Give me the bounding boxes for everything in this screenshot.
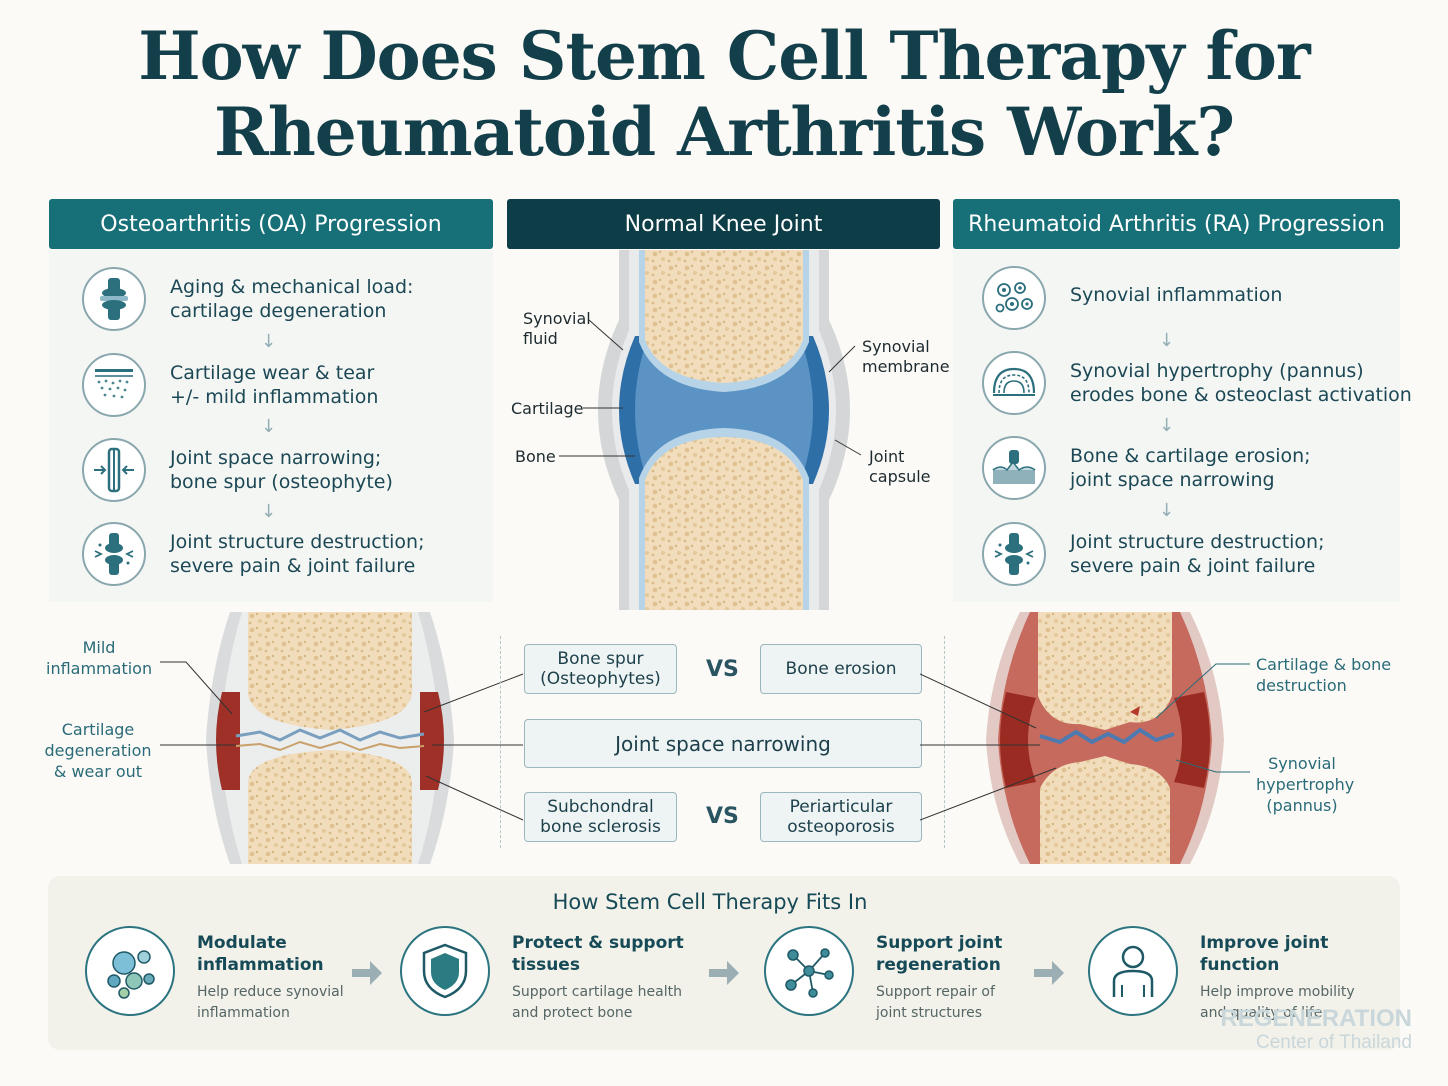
- down-arrow-icon: ↓: [1159, 330, 1175, 351]
- ra-step-3: Bone & cartilage erosion;joint space nar…: [982, 436, 1311, 500]
- arrow-right-icon: [1034, 961, 1064, 985]
- down-arrow-icon: ↓: [1159, 415, 1175, 436]
- oa-step-1: Aging & mechanical load:cartilage degene…: [82, 267, 413, 331]
- page-title: How Does Stem Cell Therapy for Rheumatoi…: [0, 18, 1448, 170]
- ra-joint-illustration: [986, 612, 1224, 864]
- oa-leader-lines: [160, 661, 524, 821]
- label-cartilage: Cartilage: [511, 399, 584, 418]
- ra-leader-lines: [920, 663, 1250, 821]
- cartilage-wear-icon: [82, 353, 146, 417]
- down-arrow-icon: ↓: [261, 331, 277, 352]
- ra-step-2: Synovial hypertrophy (pannus)erodes bone…: [982, 351, 1412, 415]
- shield-icon: [400, 926, 490, 1016]
- oa-step-4: Joint structure destruction;severe pain …: [82, 522, 425, 586]
- vs-label: VS: [706, 804, 739, 829]
- oa-step-4-line-2: severe pain & joint failure: [170, 555, 416, 577]
- down-arrow-icon: ↓: [261, 416, 277, 437]
- person-icon: [1088, 926, 1178, 1016]
- therapy-heading: How Stem Cell Therapy Fits In: [552, 890, 868, 914]
- ra-step-2-line-2: erodes bone & osteoclast activation: [1070, 384, 1412, 406]
- ra-step-1: Synovial inflammation: [982, 266, 1282, 330]
- down-arrow-icon: ↓: [1159, 500, 1175, 521]
- oa-step-2-line-1: Cartilage wear & tear: [170, 362, 375, 384]
- watermark-logo: REGENERATION Center of Thailand: [1220, 1005, 1412, 1054]
- oa-panel-header: Osteoarthritis (OA) Progression: [49, 199, 493, 249]
- oa-step-3-line-2: bone spur (osteophyte): [170, 471, 393, 493]
- joint-destruction-icon: [982, 522, 1046, 586]
- box-bone-spur: Bone spur(Osteophytes): [524, 644, 677, 694]
- joint-narrowing-icon: [82, 438, 146, 502]
- down-arrow-icon: ↓: [261, 501, 277, 522]
- network-icon: [764, 926, 854, 1016]
- normal-knee-illustration: [559, 250, 862, 610]
- oa-step-3: Joint space narrowing;bone spur (osteoph…: [82, 438, 393, 502]
- divider-left: [500, 636, 501, 848]
- ra-step-3-line-1: Bone & cartilage erosion;: [1070, 445, 1311, 467]
- label-bone: Bone: [515, 447, 556, 466]
- joint-destruction-icon: [82, 522, 146, 586]
- ra-panel-header: Rheumatoid Arthritis (RA) Progression: [953, 199, 1400, 249]
- joint-icon: [82, 267, 146, 331]
- oa-step-1-line-1: Aging & mechanical load:: [170, 276, 414, 298]
- ra-step-2-line-1: Synovial hypertrophy (pannus): [1070, 360, 1364, 382]
- ra-step-1-line-1: Synovial inflammation: [1070, 284, 1283, 306]
- cells-cluster-icon: [85, 926, 175, 1016]
- ra-step-3-line-2: joint space narrowing: [1070, 469, 1275, 491]
- ra-step-4: Joint structure destruction;severe pain …: [982, 522, 1325, 586]
- oa-step-2-line-2: +/- mild inflammation: [170, 386, 379, 408]
- pannus-icon: [982, 351, 1046, 415]
- box-bone-erosion: Bone erosion: [760, 644, 922, 694]
- title-line-1: How Does Stem Cell Therapy for: [138, 17, 1310, 95]
- ra-step-4-line-2: severe pain & joint failure: [1070, 555, 1316, 577]
- oa-step-3-line-1: Joint space narrowing;: [170, 447, 382, 469]
- divider-right: [944, 636, 945, 848]
- title-line-2: Rheumatoid Arthritis Work?: [213, 93, 1235, 171]
- oa-step-2: Cartilage wear & tear+/- mild inflammati…: [82, 353, 378, 417]
- cells-icon: [982, 266, 1046, 330]
- vs-label: VS: [706, 657, 739, 682]
- oa-step-1-line-2: cartilage degeneration: [170, 300, 387, 322]
- arrow-right-icon: [352, 961, 382, 985]
- ra-step-4-line-1: Joint structure destruction;: [1070, 531, 1325, 553]
- arrow-right-icon: [709, 961, 739, 985]
- oa-step-4-line-1: Joint structure destruction;: [170, 531, 425, 553]
- erosion-icon: [982, 436, 1046, 500]
- box-joint-space-narrowing: Joint space narrowing: [524, 719, 922, 768]
- oa-joint-illustration: [206, 612, 454, 864]
- normal-panel-header: Normal Knee Joint: [507, 199, 940, 249]
